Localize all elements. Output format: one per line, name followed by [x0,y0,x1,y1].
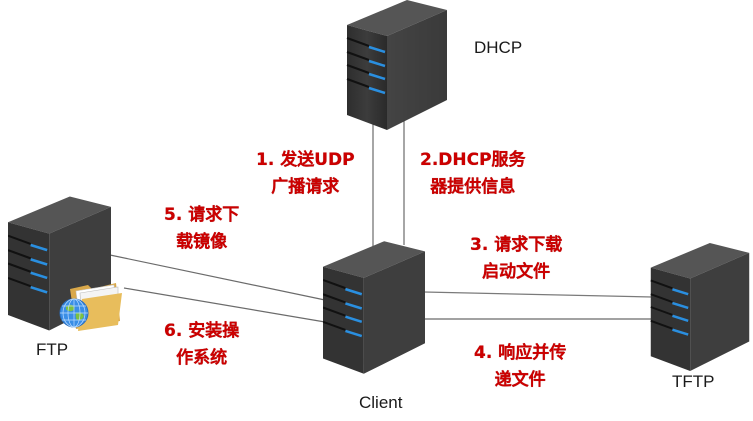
step-2-label: 2.DHCP服务 器提供信息 [420,147,526,201]
tftp-label: TFTP [672,372,715,391]
step-5-label: 5. 请求下 载镜像 [164,202,239,256]
step-4-line1: 4. 响应并传 [474,343,567,363]
link-client-ftp-request [109,254,326,301]
step-1-line2: 广播请求 [271,177,340,197]
step-6-line2: 作系统 [176,348,228,368]
dhcp-server-icon [346,0,448,130]
step-4-line2: 递文件 [494,370,546,390]
step-6-label: 6. 安装操 作系统 [164,318,239,372]
dhcp-label: DHCP [474,38,523,57]
step-3-line2: 启动文件 [482,262,551,282]
step-3-line1: 3. 请求下载 [470,235,563,255]
globe-icon [58,297,90,329]
step-5-line2: 载镜像 [176,232,228,252]
step-3-label: 3. 请求下载 启动文件 [470,232,562,286]
step-2-line1: 2.DHCP服务 [420,150,526,170]
tftp-server-icon [649,243,751,371]
client-server-icon [323,240,425,375]
link-ftp-client-install [123,287,326,323]
step-5-line1: 5. 请求下 [164,205,240,225]
step-4-label: 4. 响应并传 递文件 [474,340,566,394]
ftp-label: FTP [36,340,69,359]
step-2-line2: 器提供信息 [430,177,516,197]
step-1-label: 1. 发送UDP 广播请求 [256,147,355,201]
link-client-tftp-request [423,291,653,298]
step-1-line1: 1. 发送UDP [256,150,355,170]
client-label: Client [359,393,403,412]
step-6-line1: 6. 安装操 [164,321,240,341]
